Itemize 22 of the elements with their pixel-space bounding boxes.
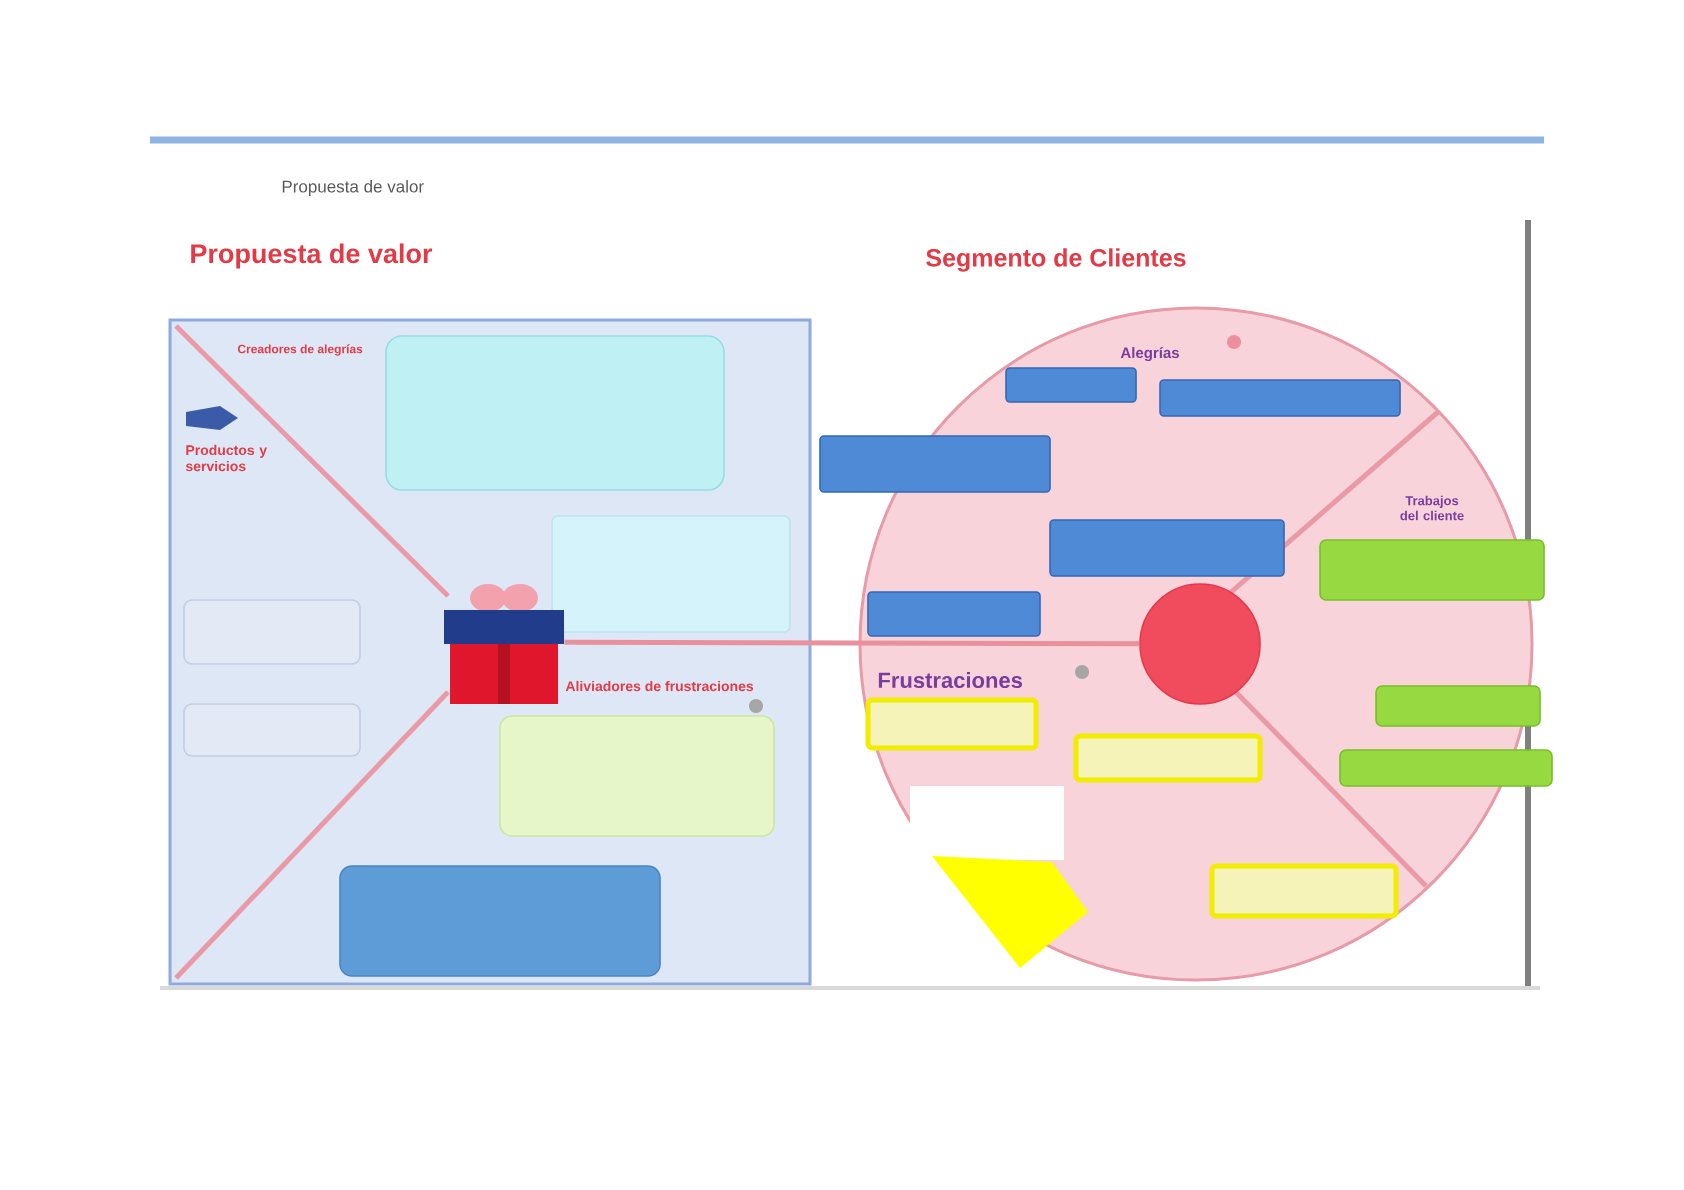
note-box (551, 515, 791, 633)
gift-icon (444, 584, 564, 704)
note-box (1073, 733, 1263, 783)
heading: Segmento de Clientes (926, 248, 1186, 272)
connector-line (564, 639, 1140, 647)
note-box (865, 697, 1039, 751)
note-box (1005, 367, 1137, 403)
note-box (1049, 519, 1285, 577)
note-box (819, 435, 1051, 493)
section-label: Frustraciones (878, 671, 1022, 689)
note-box (183, 703, 361, 757)
note-box (867, 591, 1041, 637)
section-title: Propuesta de valor (282, 180, 424, 196)
note-box (339, 865, 661, 977)
note-box (1159, 379, 1401, 417)
note-box (385, 335, 725, 491)
note-box (183, 599, 361, 665)
heading: Propuesta de valor (191, 243, 433, 269)
note-box (499, 715, 775, 837)
note-box (1209, 863, 1399, 919)
center-circle (1139, 583, 1261, 705)
note-box (1339, 749, 1553, 787)
